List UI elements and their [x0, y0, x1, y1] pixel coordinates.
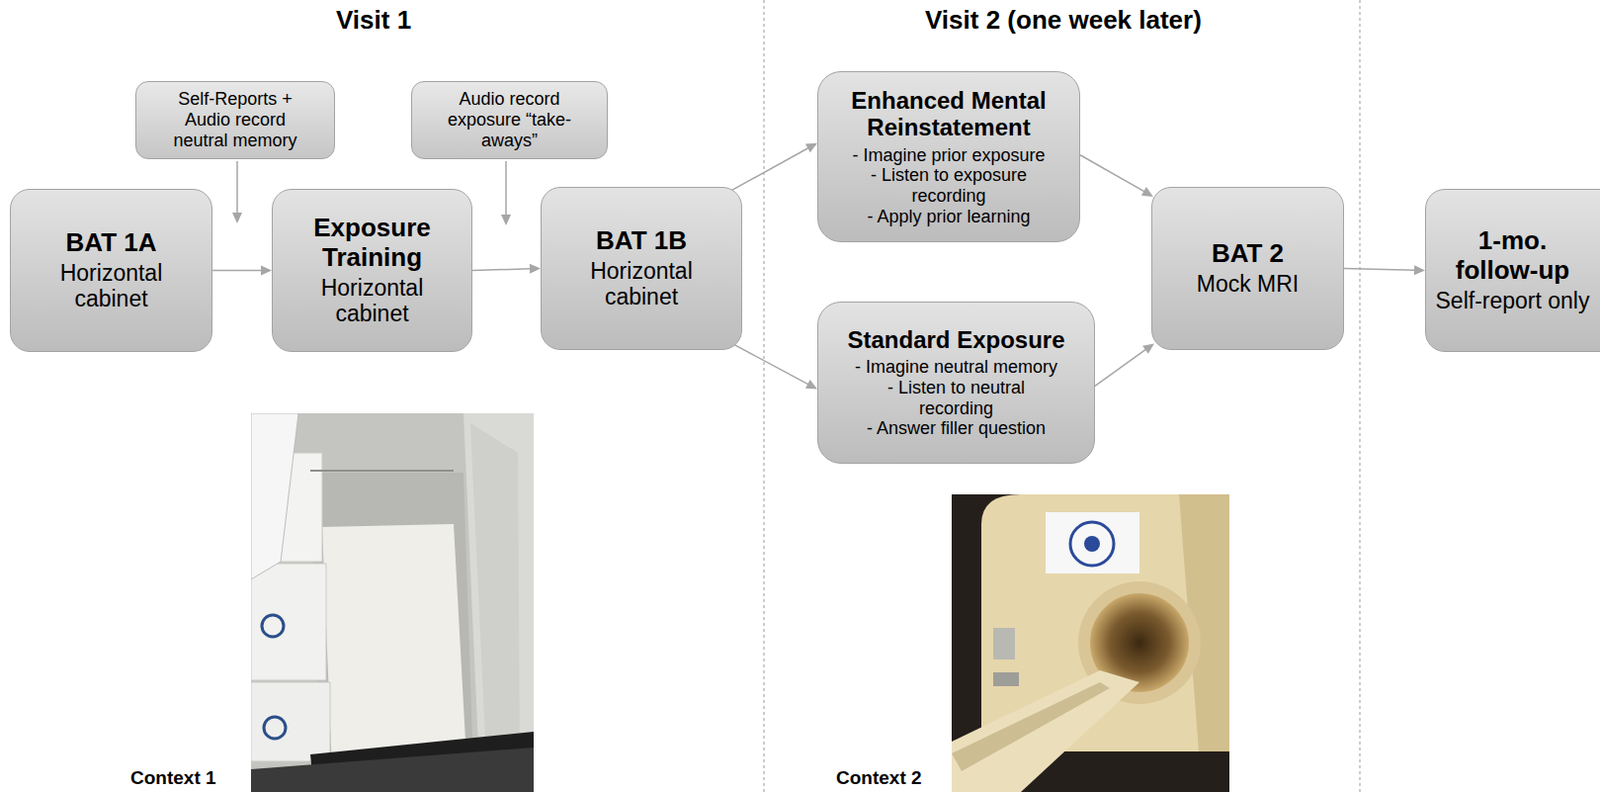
flow-arrow — [1094, 342, 1155, 386]
box-heading: 1-mo. follow-up — [1438, 226, 1588, 286]
arrow-head — [260, 265, 272, 276]
visit-heading: Visit 2 (one week later) — [925, 5, 1202, 35]
connector-line — [212, 269, 262, 272]
context-label: Context 2 — [836, 767, 923, 789]
flow-arrow — [1344, 264, 1426, 275]
flow-arrow — [726, 143, 818, 194]
arrow-head — [529, 263, 541, 274]
bullet-text: - Listen to exposure recording — [844, 165, 1053, 206]
box-heading: Exposure Training — [288, 213, 457, 273]
process-box: BAT 1BHorizontal cabinet — [540, 186, 743, 350]
arrow-head — [1414, 264, 1426, 275]
box-heading: Standard Exposure — [846, 326, 1065, 354]
note-text: Audio record exposure “take-aways” — [442, 88, 577, 151]
process-box: BAT 1AHorizontal cabinet — [9, 188, 213, 352]
connector-line — [1344, 268, 1416, 271]
box-heading: BAT 2 — [1211, 239, 1284, 269]
flow-arrow — [732, 342, 818, 389]
visit-divider — [763, 0, 765, 792]
connector-line — [732, 342, 809, 384]
context-label: Context 1 — [130, 767, 217, 789]
box-text: Mock MRI — [1196, 270, 1300, 297]
arrow-head — [805, 379, 818, 390]
box-text: Horizontal cabinet — [557, 257, 726, 311]
callout-arrow — [505, 161, 507, 216]
arrow-head — [501, 214, 511, 226]
box-text: Horizontal cabinet — [288, 274, 457, 328]
arrow-head — [232, 212, 243, 224]
condition-box: Enhanced Mental Reinstatement - Imagine p… — [817, 71, 1081, 243]
flow-arrow — [212, 265, 272, 276]
callout-arrow — [236, 161, 239, 214]
bullet-text: - Apply prior learning — [866, 206, 1030, 228]
visit-heading: Visit 1 — [336, 5, 412, 35]
box-heading: BAT 1B — [595, 226, 687, 256]
process-box: Exposure TrainingHorizontal cabinet — [271, 188, 473, 352]
box-text: Self-report only — [1435, 287, 1591, 314]
connector-line — [1094, 348, 1147, 386]
note-text: Self-Reports + Audio record neutral memo… — [168, 88, 303, 151]
box-heading: Enhanced Mental Reinstatement — [835, 86, 1063, 142]
bullet-text: - Listen to neutral recording — [852, 377, 1061, 419]
note-box: Audio record exposure “take-aways” — [411, 81, 608, 160]
cabinet-photo — [251, 413, 534, 792]
connector-line — [726, 147, 810, 193]
condition-box: Standard Exposure- Imagine neutral memor… — [817, 301, 1095, 464]
bullet-text: - Imagine prior exposure — [851, 145, 1045, 167]
connector-line — [1080, 155, 1145, 192]
box-heading: BAT 1A — [66, 228, 158, 258]
flow-arrow — [1080, 155, 1154, 197]
visit-divider — [1359, 0, 1361, 792]
connector-line — [472, 268, 531, 271]
box-text: Horizontal cabinet — [27, 259, 196, 313]
flow-arrow — [472, 263, 541, 274]
arrow-head — [1142, 342, 1155, 353]
mri-photo — [951, 494, 1230, 792]
bullet-text: - Answer filler question — [866, 418, 1046, 439]
arrow-head — [1141, 186, 1154, 197]
bullet-text: - Imagine neutral memory — [854, 356, 1058, 378]
process-box: 1-mo. follow-upSelf-report only — [1425, 188, 1600, 352]
arrow-head — [805, 143, 818, 154]
process-box: BAT 2Mock MRI — [1151, 186, 1345, 350]
note-box: Self-Reports + Audio record neutral memo… — [135, 81, 336, 160]
